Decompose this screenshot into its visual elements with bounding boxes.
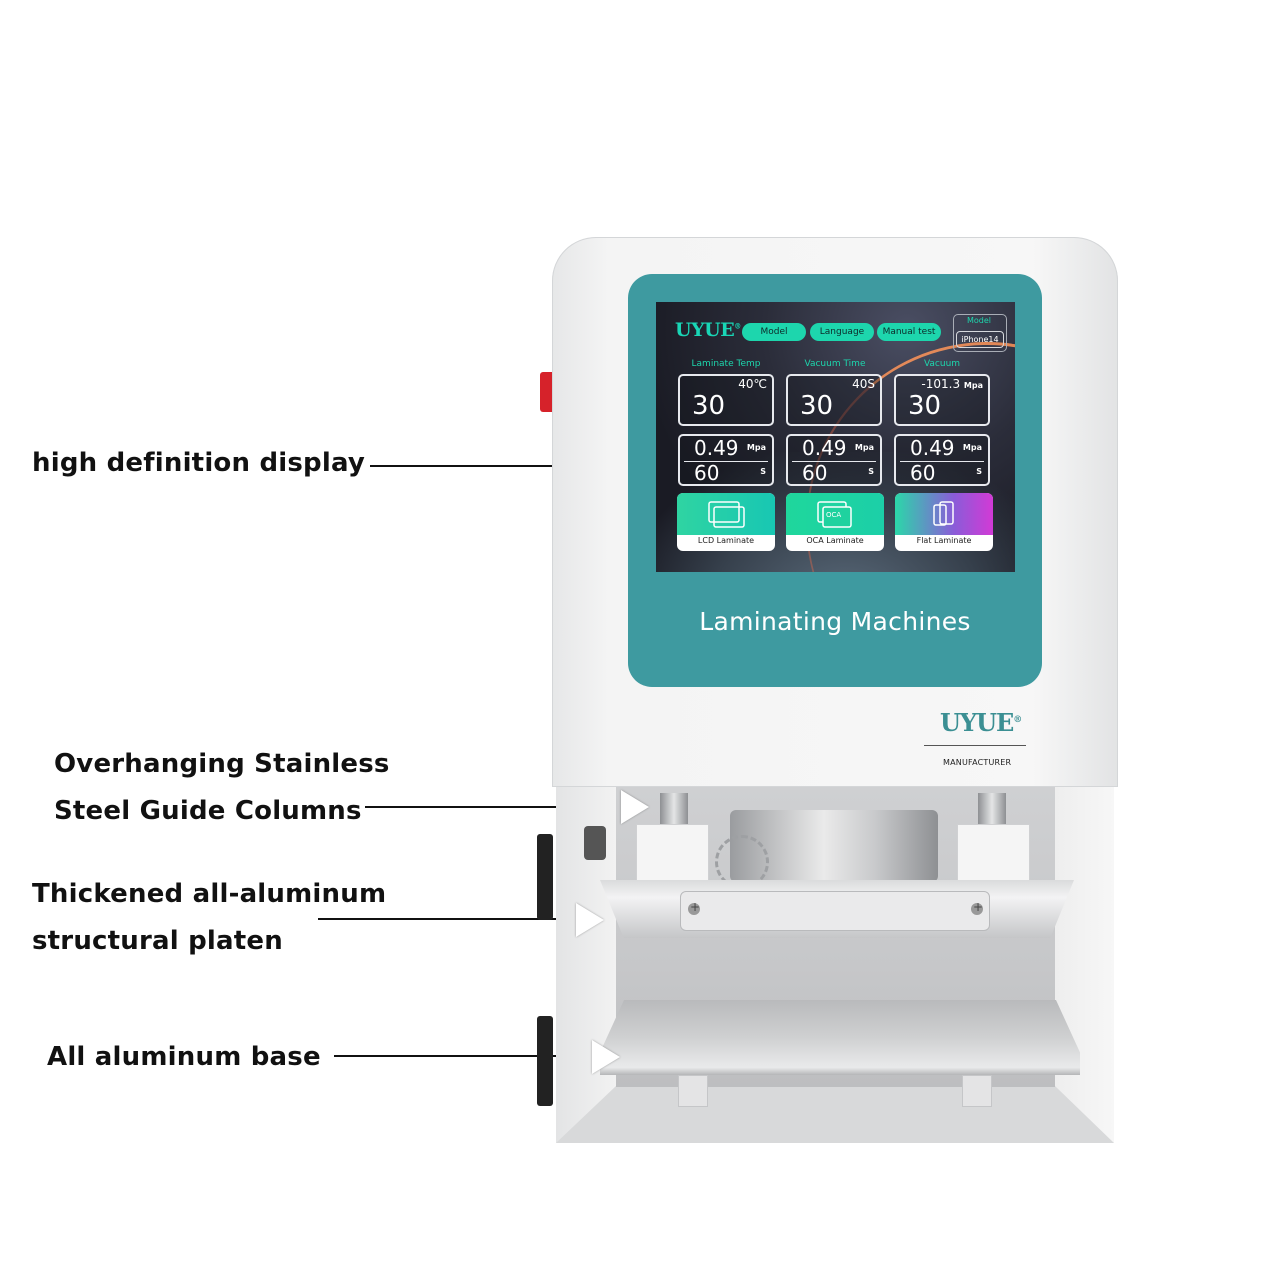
panel-title-vacuum: Vacuum [923,359,961,369]
base-foot-left [678,1075,708,1107]
callout-columns-line [365,806,623,808]
power-switch[interactable] [540,372,552,412]
base-foot-right [962,1075,992,1107]
callout-columns-label-line1: Overhanging Stainless [54,749,390,779]
brand-logo: UYUE® [940,708,1022,737]
time-value: 60 [910,461,936,485]
time-unit: S [760,467,766,476]
pressure-value: 0.49 [694,436,739,460]
card-divider [900,461,984,462]
callout-base-line [334,1055,592,1057]
side-knob[interactable] [584,826,606,860]
column-block-right [957,824,1030,884]
side-handle-upper[interactable] [537,834,553,920]
right-side-panel [1055,787,1114,1143]
setpoint-value: -101.3 Mpa [921,377,983,391]
callout-base-label: All aluminum base [47,1042,321,1072]
card-divider [792,461,876,462]
pressure-unit: Mpa [746,443,766,452]
oca-film-icon [817,501,852,528]
brand-subtitle: MANUFACTURER [943,758,1012,767]
oca-icon-text: OCA [826,511,842,519]
flat-laminate-button[interactable]: Flat Laminate [895,493,993,551]
vacuum-card[interactable]: -101.3 Mpa 30 [894,374,990,426]
callout-base-arrow [592,1040,620,1074]
vacuum-time-pressure-card[interactable]: 0.49 Mpa 60 S [786,434,882,486]
screw-left [688,900,700,915]
guide-column-left [660,793,688,828]
callout-display-line [370,465,628,467]
tab-model[interactable]: Model [742,323,806,341]
model-value[interactable]: iPhone14 [956,331,1004,348]
time-value: 60 [694,461,720,485]
current-value: 30 [800,391,834,421]
current-value: 30 [908,391,942,421]
time-unit: S [868,467,874,476]
callout-display-label: high definition display [32,448,366,478]
time-unit: S [976,467,982,476]
platen-plate [680,891,990,931]
pressure-unit: Mpa [962,443,982,452]
callout-platen-arrow [576,903,604,937]
current-value: 30 [692,391,726,421]
panel-title-laminate-temp: Laminate Temp [691,359,761,369]
vacuum-pressure-card[interactable]: 0.49 Mpa 60 S [894,434,990,486]
screen-logo: UYUE® [675,319,741,341]
brand-rule [924,745,1026,746]
pressure-unit: Mpa [854,443,874,452]
pressure-value: 0.49 [802,436,847,460]
pressure-value: 0.49 [910,436,955,460]
callout-columns-arrow [621,790,649,824]
aluminum-base [600,1000,1080,1075]
side-handle-lower[interactable] [537,1016,553,1106]
vacuum-time-card[interactable]: 40S 30 [786,374,882,426]
card-divider [684,461,768,462]
time-value: 60 [802,461,828,485]
oca-laminate-label: OCA Laminate [806,536,864,545]
phone-icon [933,501,954,526]
tab-manual-test[interactable]: Manual test [877,323,941,341]
setpoint-value: 40℃ [738,377,767,391]
laminate-temp-card[interactable]: 40℃ 30 [678,374,774,426]
laminate-temp-pressure-card[interactable]: 0.49 Mpa 60 S [678,434,774,486]
setpoint-value: 40S [852,377,875,391]
callout-platen-label-line2: structural platen [32,926,283,956]
lcd-laminate-label: LCD Laminate [697,536,755,545]
guide-column-right [978,793,1006,828]
model-label: Model [966,316,992,325]
flat-laminate-label: Flat Laminate [916,536,972,545]
model-selector[interactable] [953,314,1007,352]
bezel-title: Laminating Machines [699,607,971,636]
oca-laminate-button[interactable]: OCA OCA Laminate [786,493,884,551]
tab-language[interactable]: Language [810,323,874,341]
column-block-left [636,824,709,884]
panel-title-vacuum-time: Vacuum Time [804,359,866,369]
lcd-laminate-button[interactable]: LCD Laminate [677,493,775,551]
callout-platen-line [318,918,576,920]
callout-platen-label-line1: Thickened all-aluminum [32,879,387,909]
lcd-screens-icon [708,501,745,528]
screw-right [971,900,983,915]
callout-columns-label-line2: Steel Guide Columns [54,796,362,826]
